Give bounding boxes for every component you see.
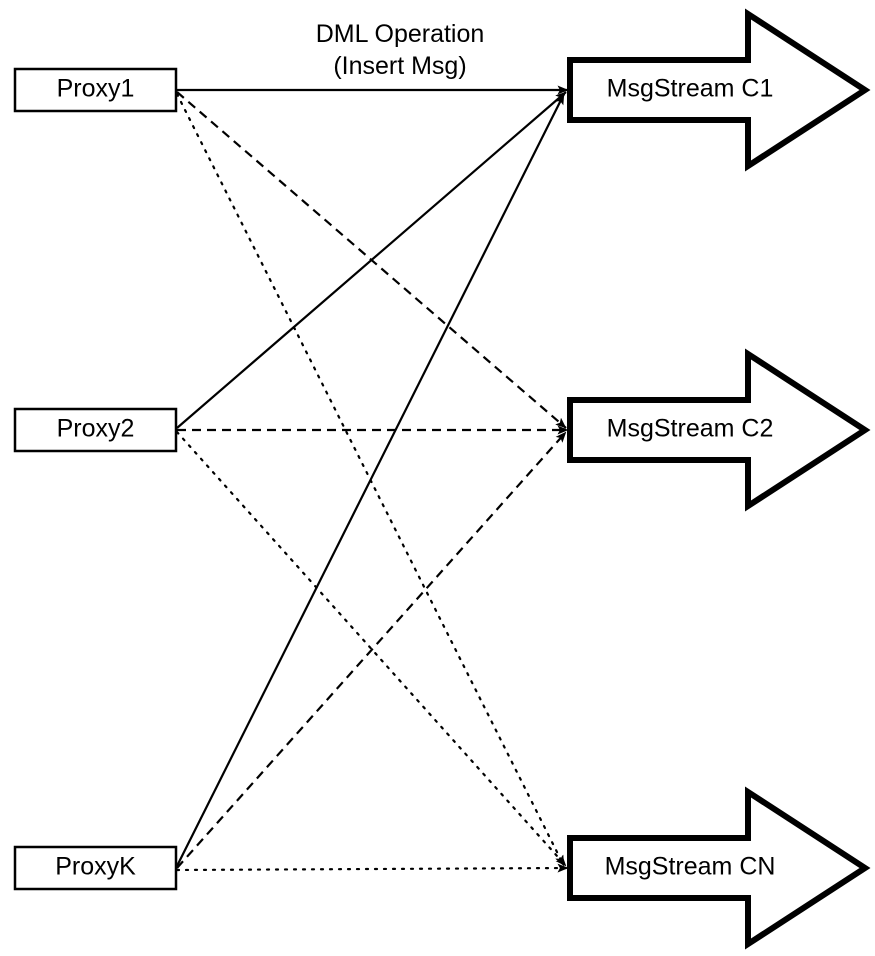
- edge-caption: DML Operation (Insert Msg): [316, 20, 485, 80]
- stream-c1-label: MsgStream C1: [607, 75, 774, 103]
- stream-c2: MsgStream C2: [567, 348, 871, 512]
- edge-pk-c1: [176, 93, 565, 867]
- stream-cn-shape: [567, 786, 871, 950]
- proxy2: Proxy2: [13, 407, 178, 453]
- edge-pk-c2: [176, 431, 567, 869]
- proxy1-label: Proxy1: [57, 75, 135, 103]
- proxyK: ProxyK: [13, 845, 178, 891]
- edge-caption-line2: (Insert Msg): [333, 52, 466, 80]
- proxy1-box: [13, 67, 178, 113]
- stream-c1-shape: [567, 8, 871, 172]
- stream-cn: MsgStream CN: [567, 786, 871, 950]
- edge-p2-c1: [176, 91, 567, 429]
- proxy2-label: Proxy2: [57, 415, 135, 443]
- stream-cn-label: MsgStream CN: [605, 853, 776, 881]
- proxy1: Proxy1: [13, 67, 178, 113]
- edges-layer: [175, 85, 570, 873]
- stream-c2-label: MsgStream C2: [607, 415, 774, 443]
- edge-caption-line1: DML Operation: [316, 20, 485, 48]
- streams-layer: MsgStream C1 MsgStream C2 MsgStream CN: [567, 8, 871, 950]
- proxyK-label: ProxyK: [55, 853, 136, 881]
- proxy2-box: [13, 407, 178, 453]
- edge-pk-cn: [175, 863, 570, 873]
- stream-c2-shape: [567, 348, 871, 512]
- proxyK-box: [13, 845, 178, 891]
- stream-c1: MsgStream C1: [567, 8, 871, 172]
- edge-p2-cn: [175, 430, 568, 868]
